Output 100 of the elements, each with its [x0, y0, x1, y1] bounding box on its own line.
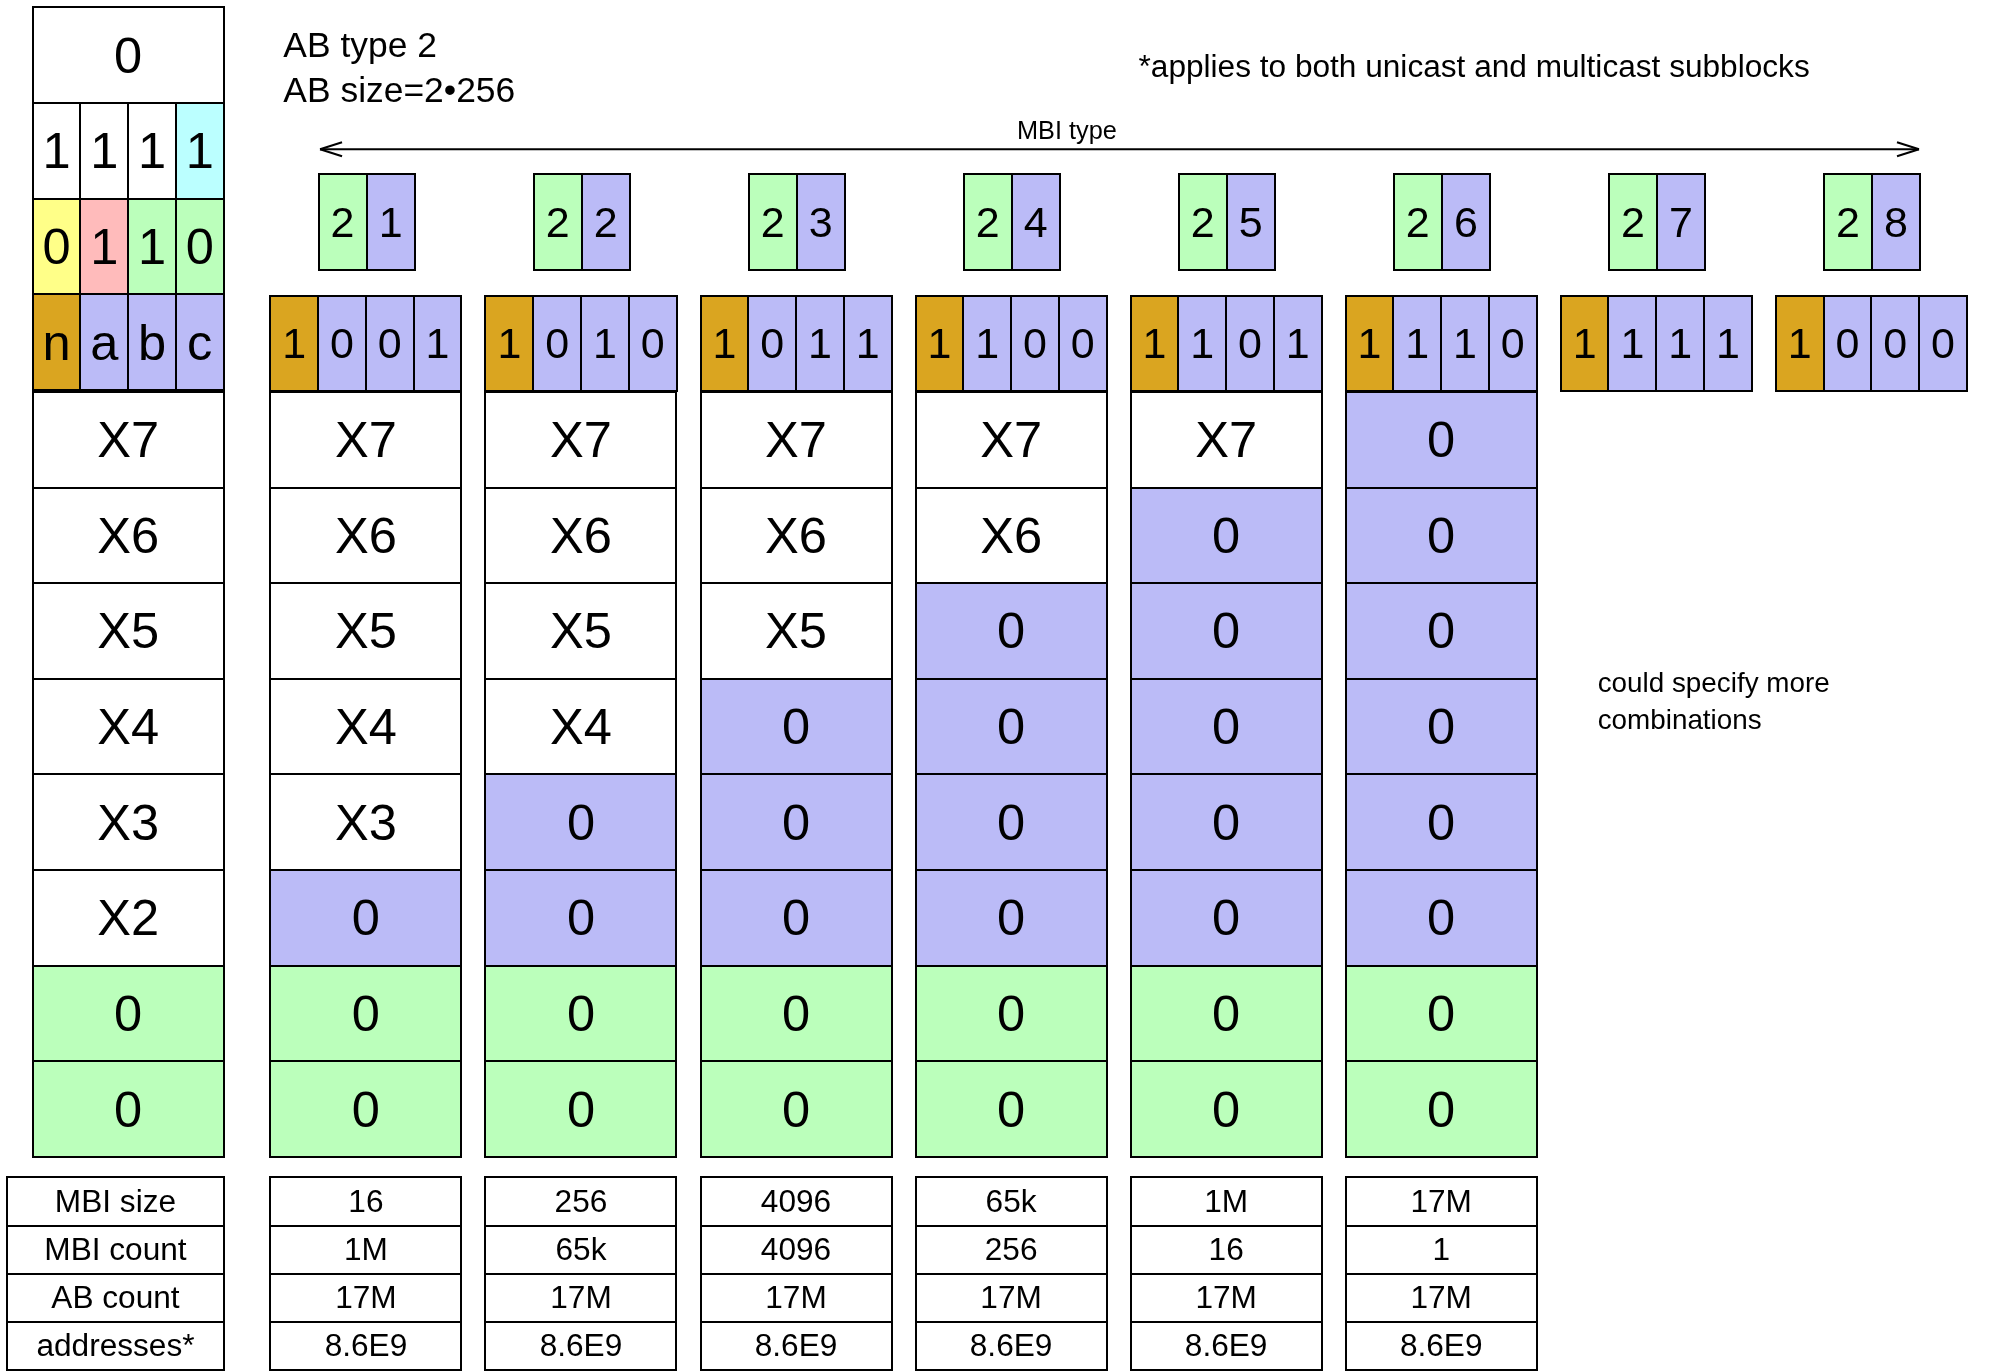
bit-cell: 8 [1870, 173, 1921, 272]
field-cell: 0 [484, 773, 678, 872]
field-cell: 0 [914, 582, 1108, 680]
field-cell: 0 [1344, 582, 1538, 680]
table-cell: 8.6E9 [484, 1320, 678, 1371]
field-cell: 0 [1129, 869, 1323, 967]
field-cell: 0 [1344, 964, 1538, 1063]
field-cell: X4 [31, 677, 225, 776]
table-cell: 17M [914, 1272, 1108, 1323]
field-cell: 0 [699, 677, 893, 776]
bit-cell: 0 [1487, 294, 1538, 393]
field-cell: 0 [699, 1060, 893, 1158]
field-cell: 0 [1129, 582, 1323, 680]
table-cell: 256 [484, 1176, 678, 1227]
field-cell: 0 [699, 964, 893, 1063]
bit-cell: 1 [1559, 294, 1610, 393]
table-cell: MBI count [6, 1224, 225, 1275]
field-cell: X6 [269, 486, 463, 585]
bit-cell: 1 [1774, 294, 1825, 393]
bit-cell: 1 [1272, 294, 1323, 393]
field-cell: X3 [31, 773, 225, 872]
table-cell: 256 [914, 1224, 1108, 1275]
field-cell: 0 [1344, 773, 1538, 872]
field-cell: X2 [31, 869, 225, 967]
field-cell: X6 [699, 486, 893, 585]
bit-cell: 1 [842, 294, 893, 393]
table-cell: MBI size [6, 1176, 225, 1227]
table-cell: 17M [1344, 1176, 1538, 1227]
table-cell: 17M [484, 1272, 678, 1323]
field-cell: X7 [269, 390, 463, 489]
field-cell: 0 [1344, 869, 1538, 967]
bit-cell: 1 [1177, 294, 1228, 393]
bit-cell: 1 [365, 173, 416, 272]
field-cell: 0 [699, 869, 893, 967]
bit-cell: 1 [484, 294, 535, 393]
bit-cell: 1 [269, 294, 320, 393]
field-cell: 0 [269, 964, 463, 1063]
bit-cell: 7 [1655, 173, 1706, 272]
table-cell: 1M [269, 1224, 463, 1275]
field-cell: 0 [1129, 964, 1323, 1063]
table-cell: 16 [269, 1176, 463, 1227]
field-cell: X5 [699, 582, 893, 680]
bit-cell: 2 [1822, 173, 1873, 272]
table-cell: 1 [1344, 1224, 1538, 1275]
table-cell: 4096 [699, 1176, 893, 1227]
bit-cell: 0 [364, 294, 415, 393]
field-cell: 0 [484, 1060, 678, 1158]
table-cell: 16 [1129, 1224, 1323, 1275]
bit-cell: 1 [1392, 294, 1443, 393]
bit-cell: 1 [1440, 294, 1490, 393]
field-cell: X5 [269, 582, 463, 680]
bit-cell: 0 [747, 294, 798, 393]
table-cell: AB count [6, 1272, 225, 1323]
bit-cell: 1 [962, 294, 1013, 393]
table-cell: 17M [269, 1272, 463, 1323]
field-cell: X7 [699, 390, 893, 489]
field-cell: X7 [31, 390, 225, 489]
table-cell: 65k [484, 1224, 678, 1275]
field-cell: X7 [1129, 390, 1323, 489]
bit-cell: 0 [1057, 294, 1108, 393]
bit-cell: 0 [532, 294, 582, 393]
bit-cell: 1 [699, 294, 750, 393]
header-text: AB size=2•256 [283, 69, 516, 111]
bit-cell: 1 [914, 294, 965, 393]
bit-cell: 0 [1822, 294, 1873, 393]
bit-cell: 1 [79, 197, 130, 296]
field-cell: 0 [31, 6, 225, 104]
field-cell: 0 [1129, 486, 1323, 585]
table-cell: 17M [1344, 1272, 1538, 1323]
bit-cell: 1 [412, 294, 463, 393]
note-text: *applies to both unicast and multicast subblocks [1138, 48, 1810, 86]
bit-cell: 0 [1870, 294, 1921, 393]
bit-cell: 0 [1010, 294, 1060, 393]
bit-cell: c [174, 293, 225, 391]
field-cell: X4 [484, 677, 678, 776]
table-cell: 17M [1129, 1272, 1323, 1323]
field-cell: X6 [484, 486, 678, 585]
bit-cell: 1 [580, 294, 630, 393]
bit-cell: 0 [31, 197, 82, 296]
bit-cell: 0 [174, 197, 225, 296]
field-cell: 0 [914, 773, 1108, 872]
bit-cell: 1 [1655, 294, 1705, 393]
field-cell: X3 [269, 773, 463, 872]
table-cell: 8.6E9 [1344, 1320, 1538, 1371]
field-cell: 0 [31, 964, 225, 1063]
bit-cell: 2 [532, 173, 583, 272]
bit-cell: 2 [747, 173, 798, 272]
dimension-label: MBI type [1017, 116, 1117, 146]
bit-cell: n [31, 293, 82, 391]
field-cell: X6 [914, 486, 1108, 585]
field-cell: 0 [1129, 1060, 1323, 1158]
table-cell: 8.6E9 [699, 1320, 893, 1371]
table-cell: addresses* [6, 1320, 225, 1371]
bit-cell: 0 [627, 294, 678, 393]
bit-cell: 1 [795, 294, 845, 393]
header-text: AB type 2 [283, 25, 437, 67]
field-cell: 0 [484, 964, 678, 1063]
bit-cell: 1 [1703, 294, 1753, 393]
note-text: could specify more combinations [1597, 666, 1831, 737]
field-cell: 0 [1129, 677, 1323, 776]
